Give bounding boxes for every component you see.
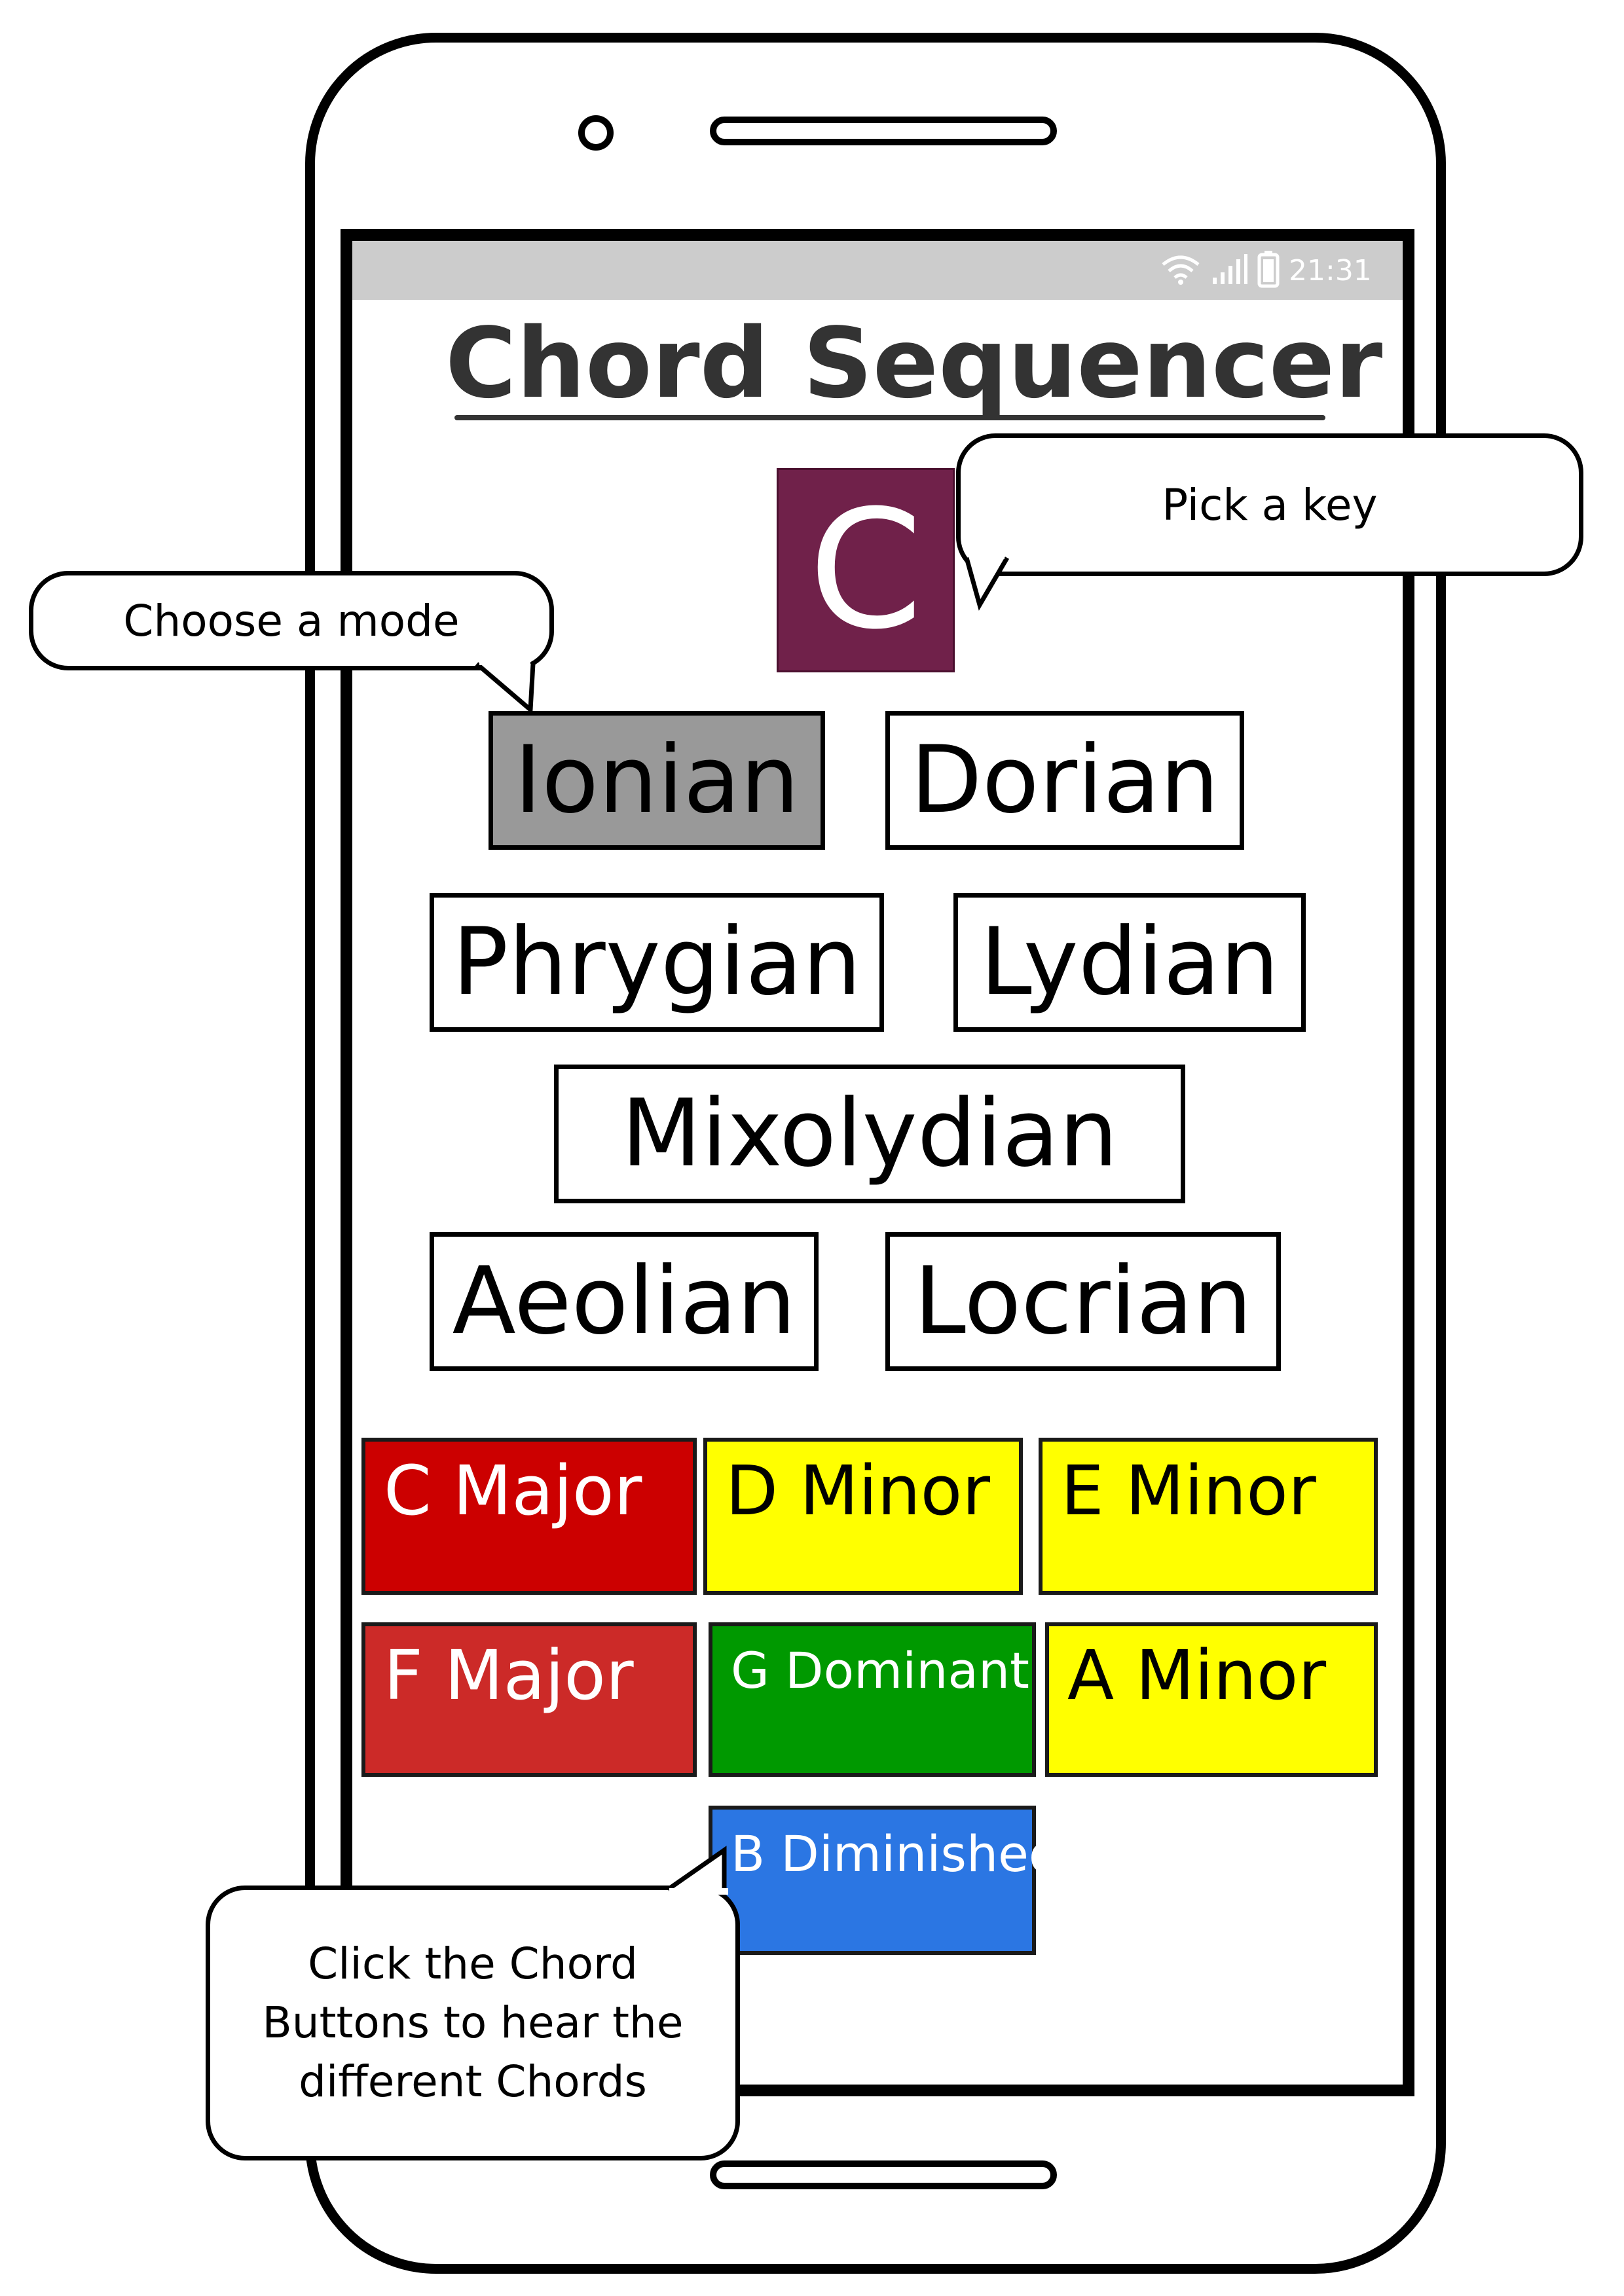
callout-choose-mode: Choose a mode	[29, 571, 554, 670]
chord-button-d-minor[interactable]: D Minor	[703, 1438, 1023, 1595]
mode-button-lydian[interactable]: Lydian	[953, 893, 1306, 1032]
callout-chord-buttons-hint: Click the Chord Buttons to hear the diff…	[206, 1886, 740, 2160]
key-letter: C	[808, 475, 923, 665]
callout-pick-key-tail	[964, 554, 1010, 611]
chord-button-g-dominant[interactable]: G Dominant	[709, 1622, 1036, 1777]
mode-button-ionian[interactable]: Ionian	[489, 711, 825, 850]
mode-button-dorian[interactable]: Dorian	[885, 711, 1244, 850]
status-time: 21:31	[1289, 253, 1372, 287]
status-icons: 21:31	[1159, 249, 1396, 292]
callout-choose-mode-tail	[475, 660, 536, 715]
wifi-icon	[1159, 253, 1202, 288]
chord-button-a-minor[interactable]: A Minor	[1045, 1622, 1378, 1777]
title-underline	[454, 415, 1325, 420]
mode-button-mixolydian[interactable]: Mixolydian	[554, 1065, 1185, 1203]
signal-icon	[1211, 253, 1248, 288]
chord-button-b-diminished[interactable]: B Diminished	[709, 1806, 1060, 1955]
callout-chord-buttons-hint-tail	[666, 1846, 728, 1895]
mode-button-aeolian[interactable]: Aeolian	[430, 1232, 819, 1371]
status-bar	[352, 241, 1403, 300]
chord-button-e-minor[interactable]: E Minor	[1039, 1438, 1378, 1595]
page-title: Chord Sequencer	[445, 307, 1383, 420]
front-camera	[578, 115, 614, 151]
key-selector-button[interactable]: C	[777, 468, 955, 672]
callout-chord-buttons-hint-text: Click the Chord Buttons to hear the diff…	[262, 1939, 684, 2107]
home-bar[interactable]	[710, 2160, 1057, 2189]
callout-pick-key-text: Pick a key	[1162, 479, 1378, 530]
chord-button-f-major[interactable]: F Major	[361, 1622, 697, 1777]
callout-choose-mode-text: Choose a mode	[123, 595, 460, 646]
mode-button-locrian[interactable]: Locrian	[885, 1232, 1281, 1371]
earpiece-speaker	[710, 117, 1057, 145]
callout-pick-key: Pick a key	[956, 433, 1583, 576]
mode-button-phrygian[interactable]: Phrygian	[430, 893, 884, 1032]
chord-button-c-major[interactable]: C Major	[361, 1438, 697, 1595]
battery-icon	[1257, 250, 1280, 291]
